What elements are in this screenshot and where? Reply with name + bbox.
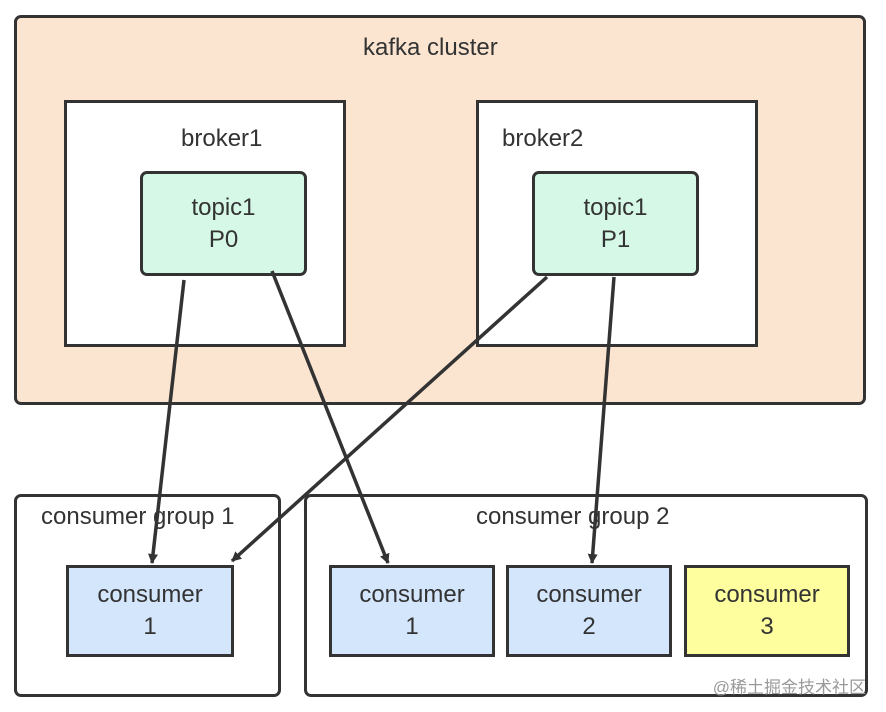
group2-consumer-1-label: consumer (359, 581, 465, 608)
group1-consumer-1: consumer 1 (66, 565, 234, 657)
group2-consumer-1-index: 1 (405, 613, 419, 640)
group2-consumer-2: consumer 2 (506, 565, 672, 657)
group2-consumer-3-index: 3 (760, 613, 774, 640)
topic1-p0-partition-label: P0 (208, 225, 239, 253)
arrow-p0-to-group2-consumer1 (270, 270, 390, 564)
arrow-p1-to-group1-consumer1 (230, 275, 549, 563)
broker2-title: broker2 (502, 125, 584, 152)
cluster-title: kafka cluster (363, 34, 498, 61)
group2-consumer-1: consumer 1 (329, 565, 495, 657)
consumer-group-1-box: consumer group 1 (14, 494, 281, 697)
consumer-group-2-title: consumer group 2 (476, 503, 670, 530)
consumer-group-1-title: consumer group 1 (41, 503, 235, 530)
topic1-p0-partition: topic1 P0 (140, 171, 307, 276)
broker1-title: broker1 (181, 125, 263, 152)
topic1-p1-partition-label: P1 (600, 225, 631, 253)
arrow-p0-to-group1-consumer1 (148, 279, 186, 564)
arrow-p1-to-group2-consumer2 (587, 276, 616, 564)
group2-consumer-2-label: consumer (536, 581, 642, 608)
group2-consumer-3-idle: consumer 3 (684, 565, 850, 657)
watermark-text: @稀土掘金技术社区 (712, 678, 866, 697)
group2-consumer-3-label: consumer (714, 581, 820, 608)
group1-consumer-1-index: 1 (143, 613, 157, 640)
topic1-p1-partition: topic1 P1 (532, 171, 699, 276)
topic1-p0-topic-label: topic1 (191, 193, 256, 221)
topic1-p1-topic-label: topic1 (583, 193, 648, 221)
group2-consumer-2-index: 2 (582, 613, 596, 640)
group1-consumer-1-label: consumer (97, 581, 203, 608)
